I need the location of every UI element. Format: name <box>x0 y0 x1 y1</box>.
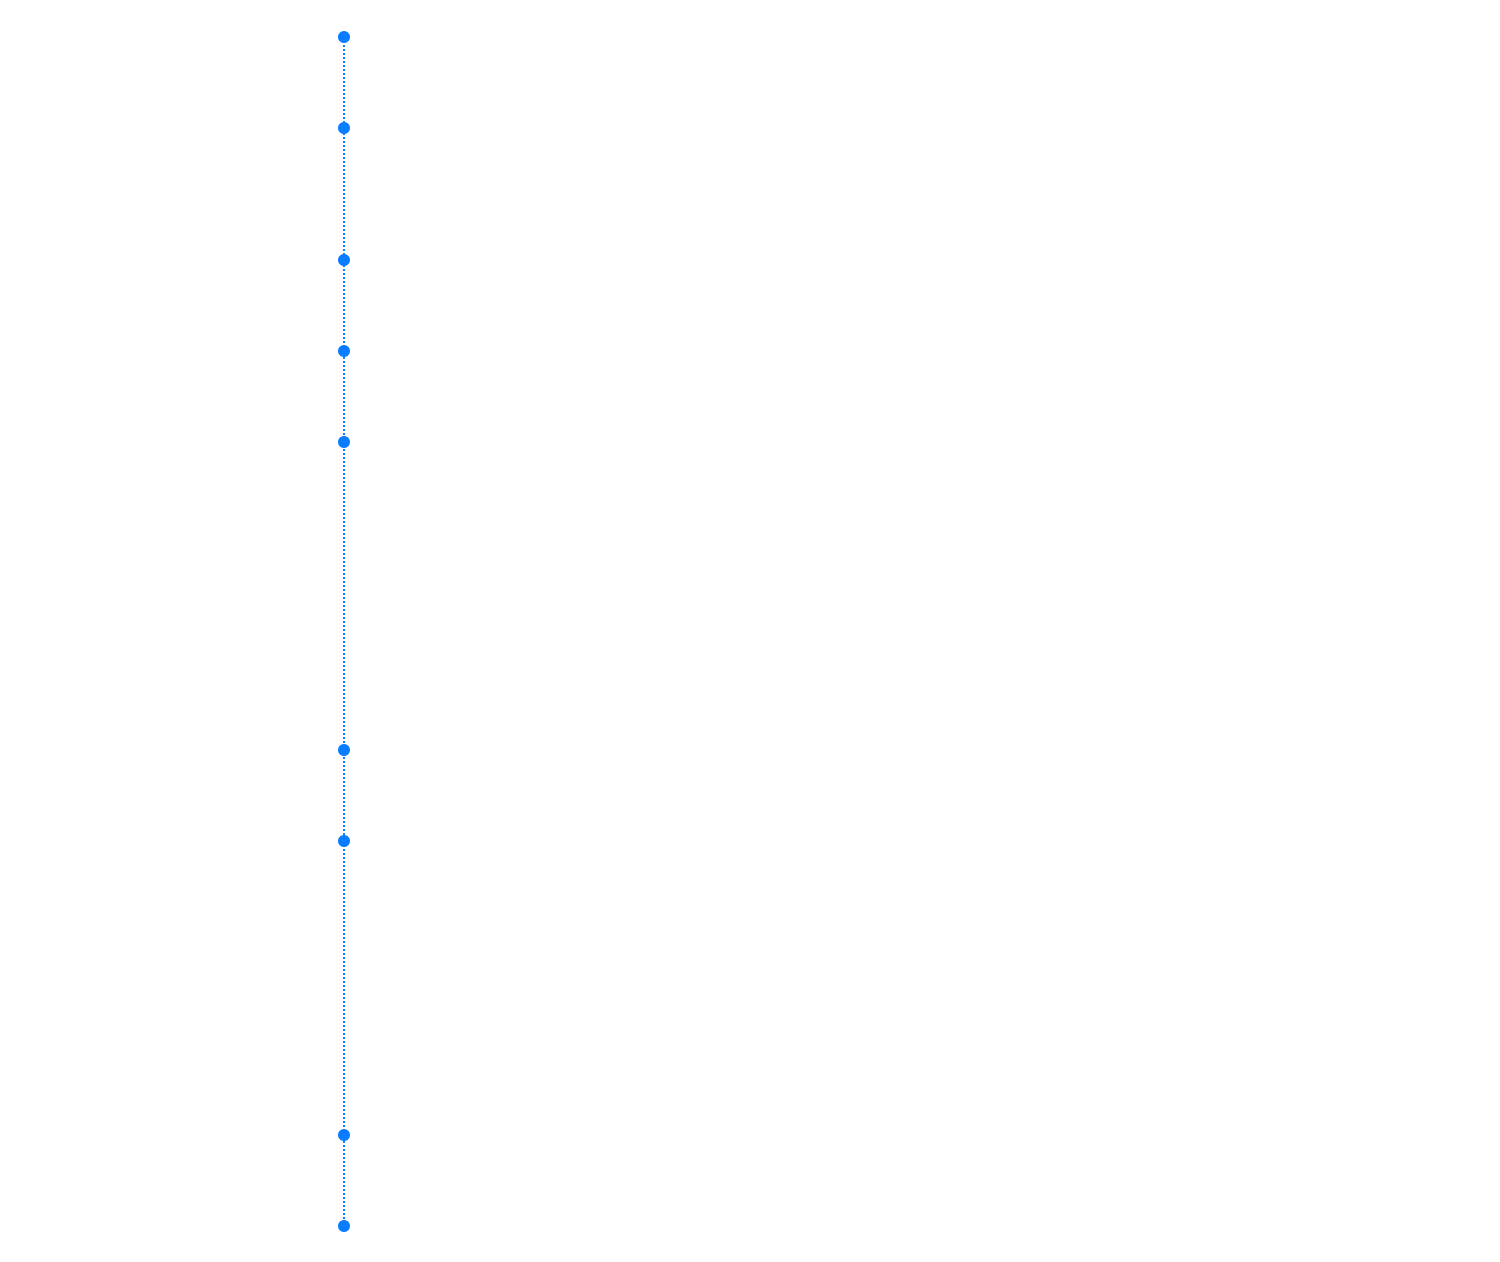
timeline-node <box>338 436 350 448</box>
timeline-node <box>338 122 350 134</box>
timeline-node <box>338 835 350 847</box>
timeline-node-group <box>338 31 350 1232</box>
timeline-node <box>338 254 350 266</box>
timeline-node <box>338 31 350 43</box>
timeline-node <box>338 744 350 756</box>
timeline-node <box>338 1220 350 1232</box>
timeline-node <box>338 345 350 357</box>
timeline-node <box>338 1129 350 1141</box>
